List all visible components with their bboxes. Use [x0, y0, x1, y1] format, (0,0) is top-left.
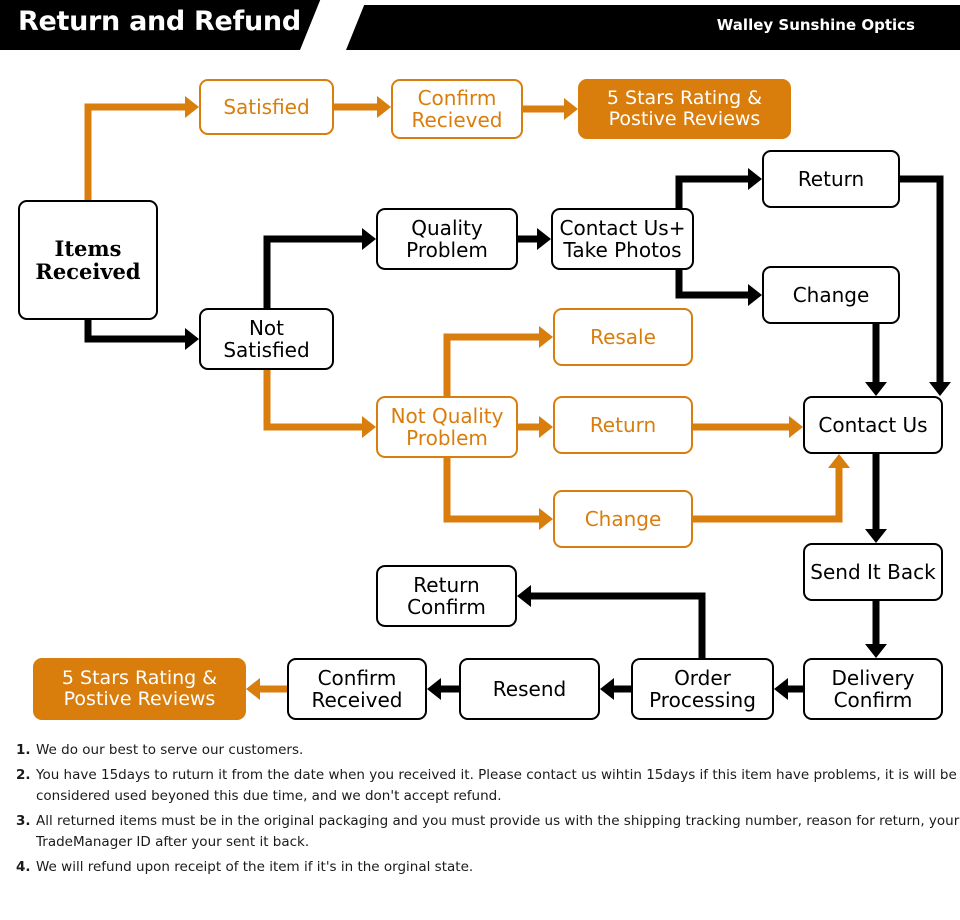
connector-line: [675, 270, 748, 299]
policy-note-number: 4.: [16, 858, 31, 875]
policy-note-text: You have 15days to ruturn it from the da…: [36, 766, 957, 804]
node-return-top: Return: [762, 150, 900, 208]
connector-arrowhead: [537, 228, 551, 250]
connector-arrowhead: [377, 96, 391, 118]
connector-arrowhead: [564, 98, 578, 120]
policy-notes: 1. We do our best to serve our customers.…: [0, 740, 960, 882]
policy-note-number: 2.: [16, 766, 31, 783]
connector-arrowhead: [929, 382, 951, 396]
connector-arrowhead: [865, 529, 887, 543]
connector-line: [263, 370, 362, 431]
connector-line: [531, 592, 706, 658]
connector-arrowhead: [748, 284, 762, 306]
node-label: 5 Stars Rating &Postive Reviews: [61, 667, 218, 710]
connector-line: [443, 458, 539, 523]
node-change-top: Change: [762, 266, 900, 324]
node-contact-us: Contact Us: [803, 396, 943, 454]
node-label: Resend: [492, 677, 567, 701]
node-label: Change: [584, 507, 662, 531]
policy-note: 4. We will refund upon receipt of the ite…: [0, 857, 960, 878]
node-resend: Resend: [459, 658, 600, 720]
connector-arrowhead: [539, 416, 553, 438]
connector-line: [84, 103, 185, 200]
connector-arrowhead: [748, 168, 762, 190]
connector-line: [900, 175, 944, 382]
brand-name: Walley Sunshine Optics: [716, 16, 915, 34]
connector-line: [443, 333, 539, 396]
node-label: Return: [589, 413, 657, 437]
node-label: Resale: [590, 325, 656, 349]
connector-arrowhead: [539, 326, 553, 348]
node-five-stars-bottom: 5 Stars Rating &Postive Reviews: [33, 658, 246, 720]
node-resale: Resale: [553, 308, 693, 366]
node-label: Send It Back: [810, 560, 936, 584]
connector-arrowhead: [774, 678, 788, 700]
connector-arrowhead: [427, 678, 441, 700]
policy-note-text: We do our best to serve our customers.: [36, 742, 304, 758]
flowchart-connectors: [84, 96, 951, 700]
connector-arrowhead: [539, 508, 553, 530]
header-bar-left: [0, 0, 330, 50]
connector-arrowhead: [362, 228, 376, 250]
policy-note: 2. You have 15days to ruturn it from the …: [0, 765, 960, 807]
page-header: Return and Refund Walley Sunshine Optics: [0, 0, 960, 50]
connector-arrowhead: [517, 585, 531, 607]
node-return-mid: Return: [553, 396, 693, 454]
connector-arrowhead: [600, 678, 614, 700]
connector-arrowhead: [865, 382, 887, 396]
policy-note-number: 3.: [16, 812, 31, 829]
node-label: 5 Stars Rating &Postive Reviews: [606, 87, 763, 130]
connector-arrowhead: [362, 416, 376, 438]
header-bar-right: [310, 5, 960, 50]
node-label: Return: [797, 167, 865, 191]
policy-note-text: We will refund upon receipt of the item …: [36, 858, 474, 875]
node-label: Change: [792, 283, 870, 307]
policy-note: 1. We do our best to serve our customers.: [0, 740, 960, 761]
node-contact-photos: Contact Us+Take Photos: [551, 208, 694, 270]
connector-arrowhead: [828, 454, 850, 468]
page-title: Return and Refund: [18, 6, 301, 37]
node-label: Contact Us: [818, 413, 928, 437]
node-send-it-back: Send It Back: [803, 543, 943, 601]
node-label: Contact Us+Take Photos: [559, 216, 686, 262]
connector-line: [263, 235, 362, 308]
node-change-mid: Change: [553, 490, 693, 548]
policy-note: 3. All returned items must be in the orig…: [0, 811, 960, 853]
connector-arrowhead: [789, 416, 803, 438]
connector-arrowhead: [246, 678, 260, 700]
connector-arrowhead: [185, 96, 199, 118]
connector-arrowhead: [865, 644, 887, 658]
connector-arrowhead: [185, 328, 199, 350]
connector-line: [693, 468, 843, 523]
node-label: Satisfied: [223, 95, 310, 119]
node-five-stars-top: 5 Stars Rating &Postive Reviews: [578, 79, 791, 139]
policy-note-text: All returned items must be in the origin…: [36, 812, 960, 850]
node-satisfied: Satisfied: [199, 79, 334, 135]
connector-line: [84, 320, 185, 343]
policy-note-number: 1.: [16, 742, 31, 758]
connector-line: [675, 175, 748, 208]
